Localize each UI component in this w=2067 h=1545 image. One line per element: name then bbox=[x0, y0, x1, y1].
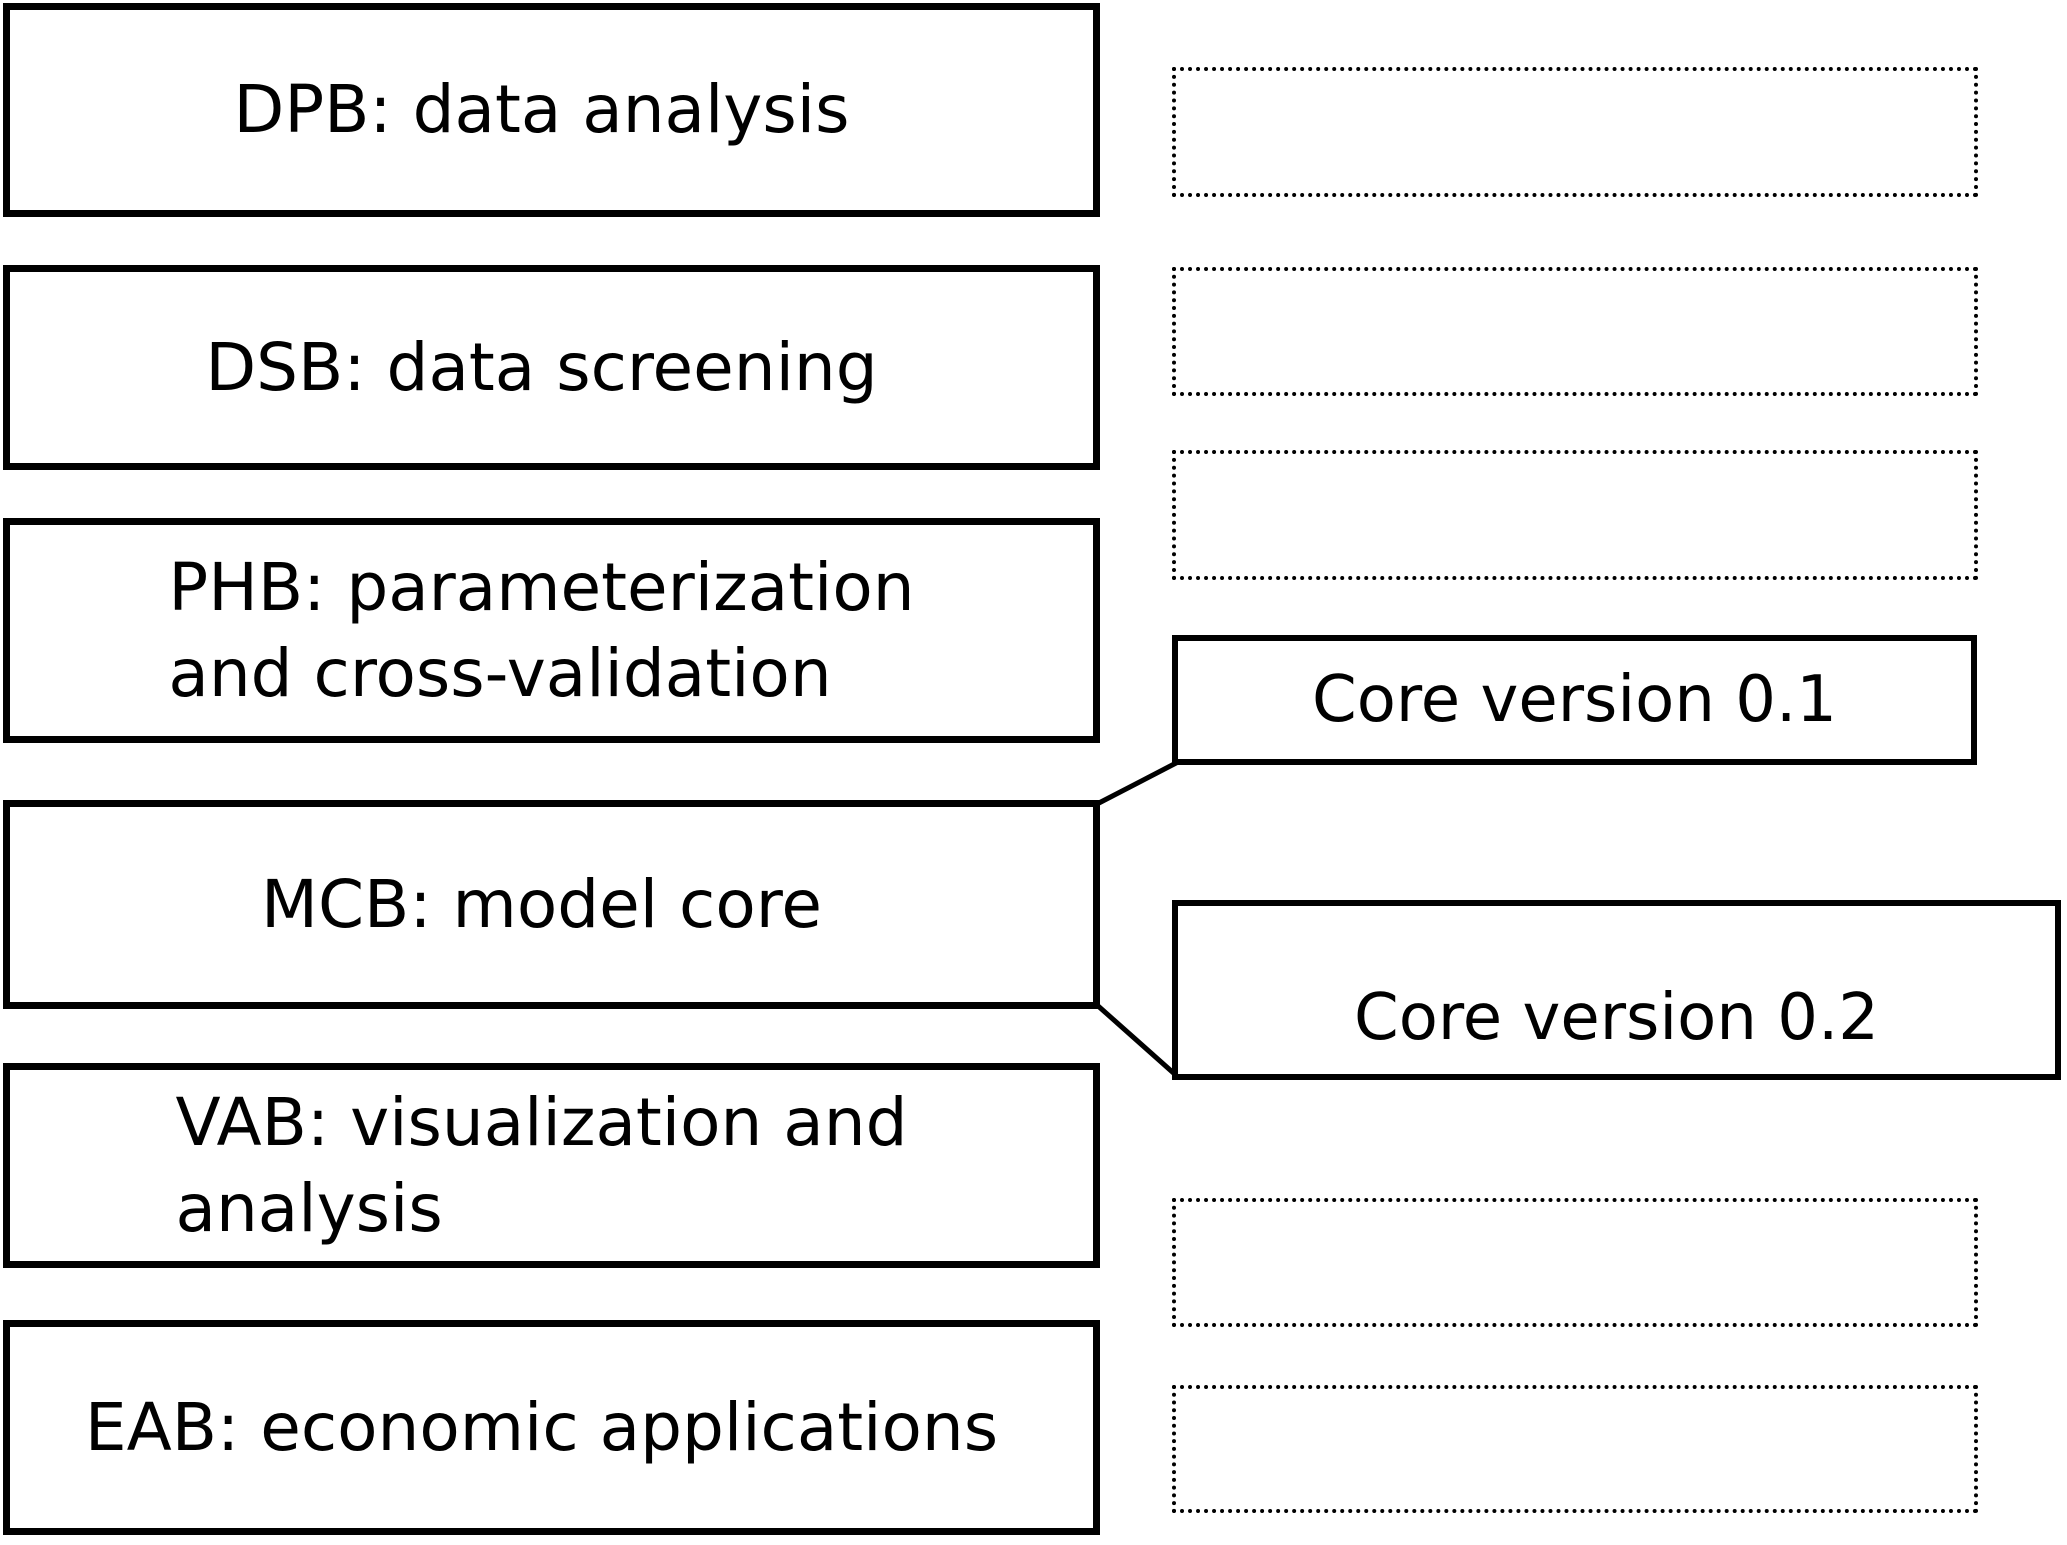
edge-mcb-to-core-v01 bbox=[1095, 759, 1180, 807]
placeholder-box-bottom-2 bbox=[1172, 1385, 1978, 1513]
placeholder-box-top-3 bbox=[1172, 450, 1978, 580]
box-vab: VAB: visualization and analysis bbox=[3, 1063, 1100, 1268]
box-core-version-0-2: Core version 0.2 bbox=[1172, 900, 2061, 1080]
placeholder-box-top-2 bbox=[1172, 267, 1978, 396]
placeholder-box-top-1 bbox=[1172, 67, 1978, 197]
box-vab-label: VAB: visualization and analysis bbox=[175, 1083, 908, 1247]
box-core-version-0-2-label: Core version 0.2 bbox=[1354, 980, 1879, 1055]
box-mcb: MCB: model core bbox=[3, 800, 1100, 1009]
box-core-version-0-1-label: Core version 0.1 bbox=[1312, 663, 1837, 737]
edge-mcb-to-core-v02 bbox=[1095, 1003, 1180, 1079]
box-phb: PHB: parameterization and cross-validati… bbox=[3, 518, 1100, 743]
box-dpb-label: DPB: data analysis bbox=[233, 71, 850, 149]
box-phb-label: PHB: parameterization and cross-validati… bbox=[168, 548, 915, 712]
box-dsb-label: DSB: data screening bbox=[205, 328, 878, 406]
box-eab-label: EAB: economic applications bbox=[84, 1388, 999, 1466]
box-dpb: DPB: data analysis bbox=[3, 3, 1100, 217]
box-dsb: DSB: data screening bbox=[3, 265, 1100, 470]
placeholder-box-bottom-1 bbox=[1172, 1198, 1978, 1327]
box-eab: EAB: economic applications bbox=[3, 1320, 1100, 1535]
box-core-version-0-1: Core version 0.1 bbox=[1172, 635, 1977, 765]
box-mcb-label: MCB: model core bbox=[261, 865, 822, 943]
